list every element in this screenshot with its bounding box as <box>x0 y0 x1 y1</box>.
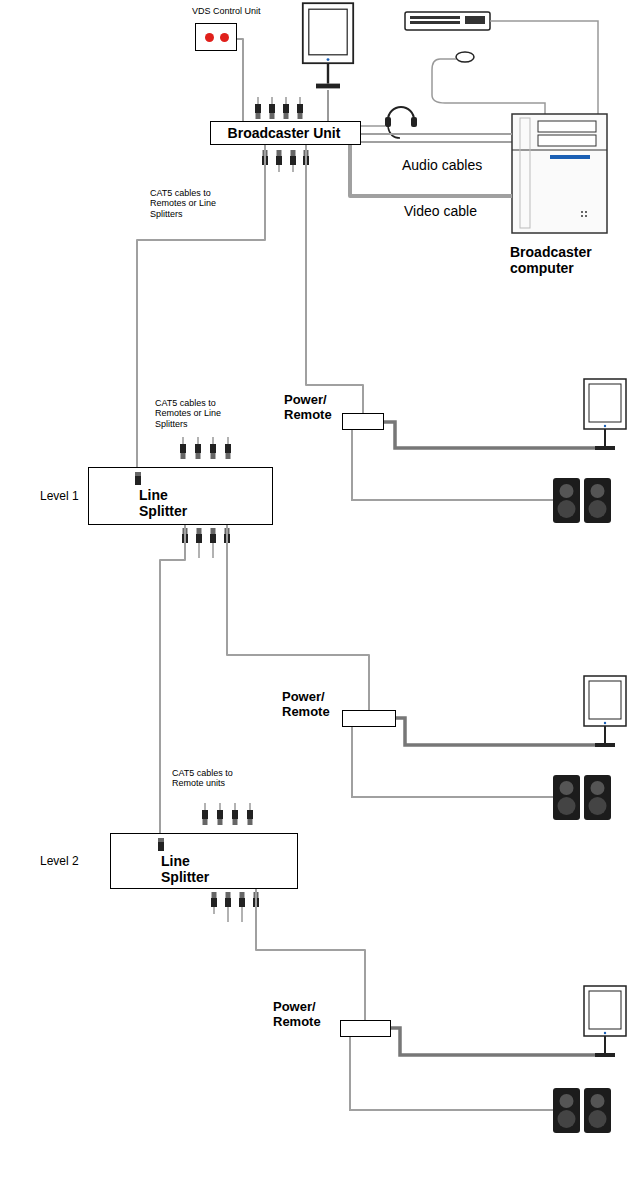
device-box <box>340 1020 391 1037</box>
cable-connector <box>306 145 363 413</box>
monitor-icon <box>303 3 353 121</box>
level-label: Level 2 <box>40 855 100 869</box>
process-box: Line Splitter <box>88 467 273 525</box>
indicator-light <box>220 33 229 42</box>
node-text: Broadcaster Unit <box>211 125 357 141</box>
node-text: Power/ Remote <box>273 1000 333 1030</box>
remote-outputs <box>350 379 626 1133</box>
device-node: VDS Control Unit <box>192 6 252 56</box>
process-box: Line Splitter <box>110 833 298 889</box>
level-label: Level 1 <box>40 490 100 504</box>
node-text: Line Splitter <box>139 487 209 519</box>
device-node: Power/ Remote <box>273 1000 393 1040</box>
cable-note: CAT5 cables to Remotes or Line Splitters <box>150 188 245 219</box>
device-box <box>342 413 384 430</box>
device-box <box>195 23 237 51</box>
node-text: Line Splitter <box>161 853 231 885</box>
process-box: Broadcaster Unit <box>210 121 361 145</box>
indicator-light <box>205 33 214 42</box>
node-text: Power/ Remote <box>282 690 338 720</box>
cable-connector <box>227 525 369 710</box>
cable-connector <box>361 133 512 135</box>
cable-note: CAT5 cables to Remote units <box>172 768 262 789</box>
device-box <box>342 710 396 727</box>
cable-connector <box>350 145 512 196</box>
cable-connector <box>237 39 243 121</box>
device-node: Power/ Remote <box>282 690 398 730</box>
device-node: Broadcaster computer <box>505 112 620 287</box>
device-area <box>512 114 607 233</box>
cable-label: Audio cables <box>400 157 484 173</box>
node-text: Power/ Remote <box>284 393 340 423</box>
cable-note: CAT5 cables to Remotes or Line Splitters <box>155 398 250 429</box>
cable-connector <box>137 145 265 467</box>
device-node: Power/ Remote <box>284 393 388 433</box>
cable-label: Video cable <box>402 203 479 219</box>
input-plug <box>158 838 164 851</box>
mouse-icon <box>432 52 545 114</box>
audio-cable <box>358 141 512 143</box>
node-text: VDS Control Unit <box>192 6 272 16</box>
node-text: Broadcaster computer <box>510 244 614 276</box>
input-plug <box>135 472 141 485</box>
computer-tower <box>512 114 607 233</box>
keyboard-icon <box>405 12 598 114</box>
